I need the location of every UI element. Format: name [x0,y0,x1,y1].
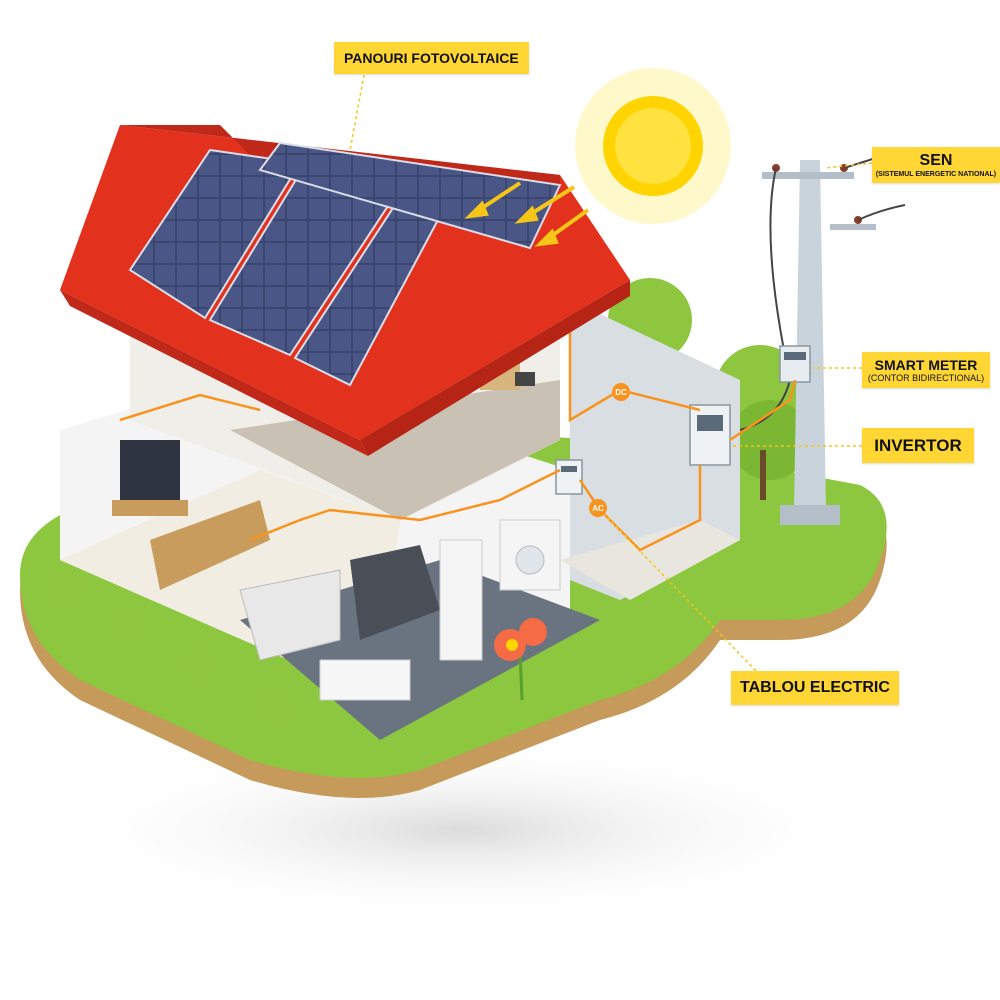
label-solar-panels: PANOURI FOTOVOLTAICE [334,42,529,74]
label-smart-meter: SMART METER (CONTOR BIDIRECTIONAL) [862,352,990,388]
ac-tag: AC [589,499,607,517]
label-invertor: INVERTOR [862,428,974,463]
inverter-icon [689,404,731,466]
label-smart-meter-subtext: (CONTOR BIDIRECTIONAL) [867,373,985,383]
electrical-panel-icon [555,459,583,495]
sun-icon [575,68,731,224]
label-sen-text: SEN [919,152,953,169]
flower-icon [494,618,547,701]
label-electrical-panel-text: TABLOU ELECTRIC [740,679,890,696]
leader-lines [349,74,873,676]
bushes [48,570,295,728]
dc-tag: DC [612,383,630,401]
label-smart-meter-text: SMART METER [874,357,978,373]
label-electrical-panel: TABLOU ELECTRIC [731,671,899,705]
label-sen: SEN (SISTEMUL ENERGETIC NATIONAL) [872,147,1000,183]
smart-meter-icon [779,345,811,383]
sunlight-arrows [464,181,590,247]
label-solar-panels-text: PANOURI FOTOVOLTAICE [344,50,519,66]
utility-pole-icon [739,149,906,525]
label-invertor-text: INVERTOR [874,436,962,455]
svg-text:DC: DC [615,388,627,397]
svg-text:AC: AC [592,504,604,513]
label-sen-subtext: (SISTEMUL ENERGETIC NATIONAL) [875,171,997,178]
solar-panel-array [128,141,562,387]
